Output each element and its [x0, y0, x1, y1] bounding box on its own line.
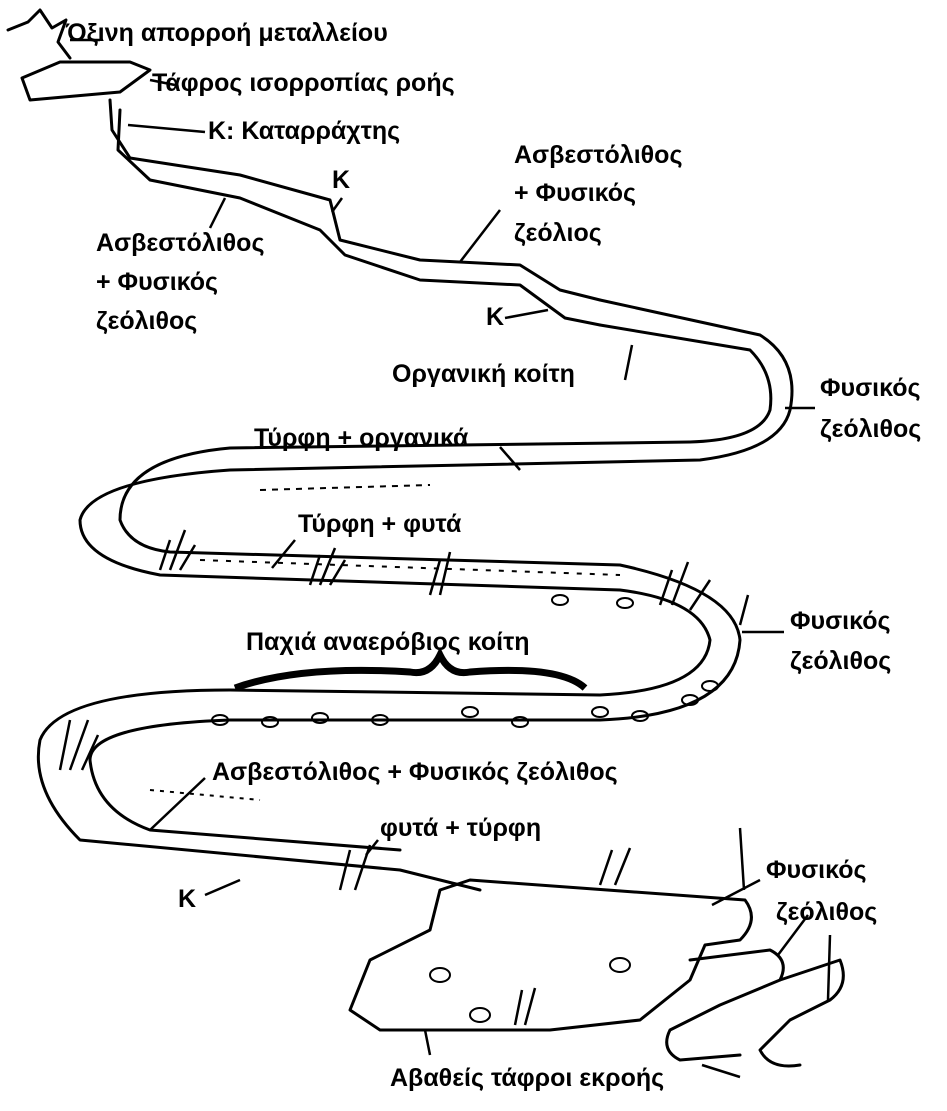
label-peat-organics: Τύρφη + οργανικά — [254, 424, 469, 452]
label-k-2: Κ — [486, 303, 504, 331]
label-zeolite-2a: Φυσικός — [790, 607, 891, 635]
source-stream — [8, 10, 70, 58]
label-zeolite-3a: Φυσικός — [766, 856, 867, 884]
label-flow-ditch: Τάφρος ισορροπίας ροής — [152, 69, 455, 97]
label-lime-left-3: ζεόλιθος — [96, 307, 197, 335]
label-lime-left-2: + Φυσικός — [96, 268, 218, 296]
label-lime-full: Ασβεστόλιθος + Φυσικός ζεόλιθος — [212, 758, 618, 786]
label-organic-bed: Οργανική κοίτη — [392, 360, 575, 388]
label-lime-right-2: + Φυσικός — [514, 179, 636, 207]
channel-drawing — [8, 10, 843, 1066]
label-k-1: Κ — [332, 166, 350, 194]
label-lime-right-3: ζεόλιος — [514, 219, 602, 247]
leader-lines — [70, 40, 830, 1077]
anaerobic-brace — [235, 655, 585, 688]
label-zeolite-1a: Φυσικός — [820, 374, 921, 402]
label-acid-drainage: Όξινη απορροή μεταλλείου — [65, 19, 388, 47]
label-zeolite-3b: ζεόλιθος — [776, 898, 877, 926]
label-shallow-ditches: Αβαθείς τάφροι εκροής — [390, 1064, 664, 1092]
serpentine-outer — [38, 300, 792, 890]
label-lime-left-1: Ασβεστόλιθος — [96, 229, 264, 257]
label-lime-right-1: Ασβεστόλιθος — [514, 141, 682, 169]
labels: Όξινη απορροή μεταλλείου Τάφρος ισορροπί… — [65, 19, 921, 1092]
label-peat-plants: Τύρφη + φυτά — [298, 510, 462, 538]
label-k-3: Κ — [178, 885, 196, 913]
lower-pond — [350, 880, 751, 1030]
flow-ditch-shape — [22, 62, 150, 100]
bed-details — [150, 485, 718, 1022]
label-plants-peat: φυτά + τύρφη — [380, 814, 541, 842]
outflow-ditch-2 — [760, 960, 843, 1066]
label-waterfall: Κ: Καταρράχτης — [208, 117, 400, 145]
label-thick-anaerobic: Παχιά αναερόβιος κοίτη — [246, 628, 530, 656]
label-zeolite-1b: ζεόλιθος — [820, 415, 921, 443]
label-zeolite-2b: ζεόλιθος — [790, 647, 891, 675]
